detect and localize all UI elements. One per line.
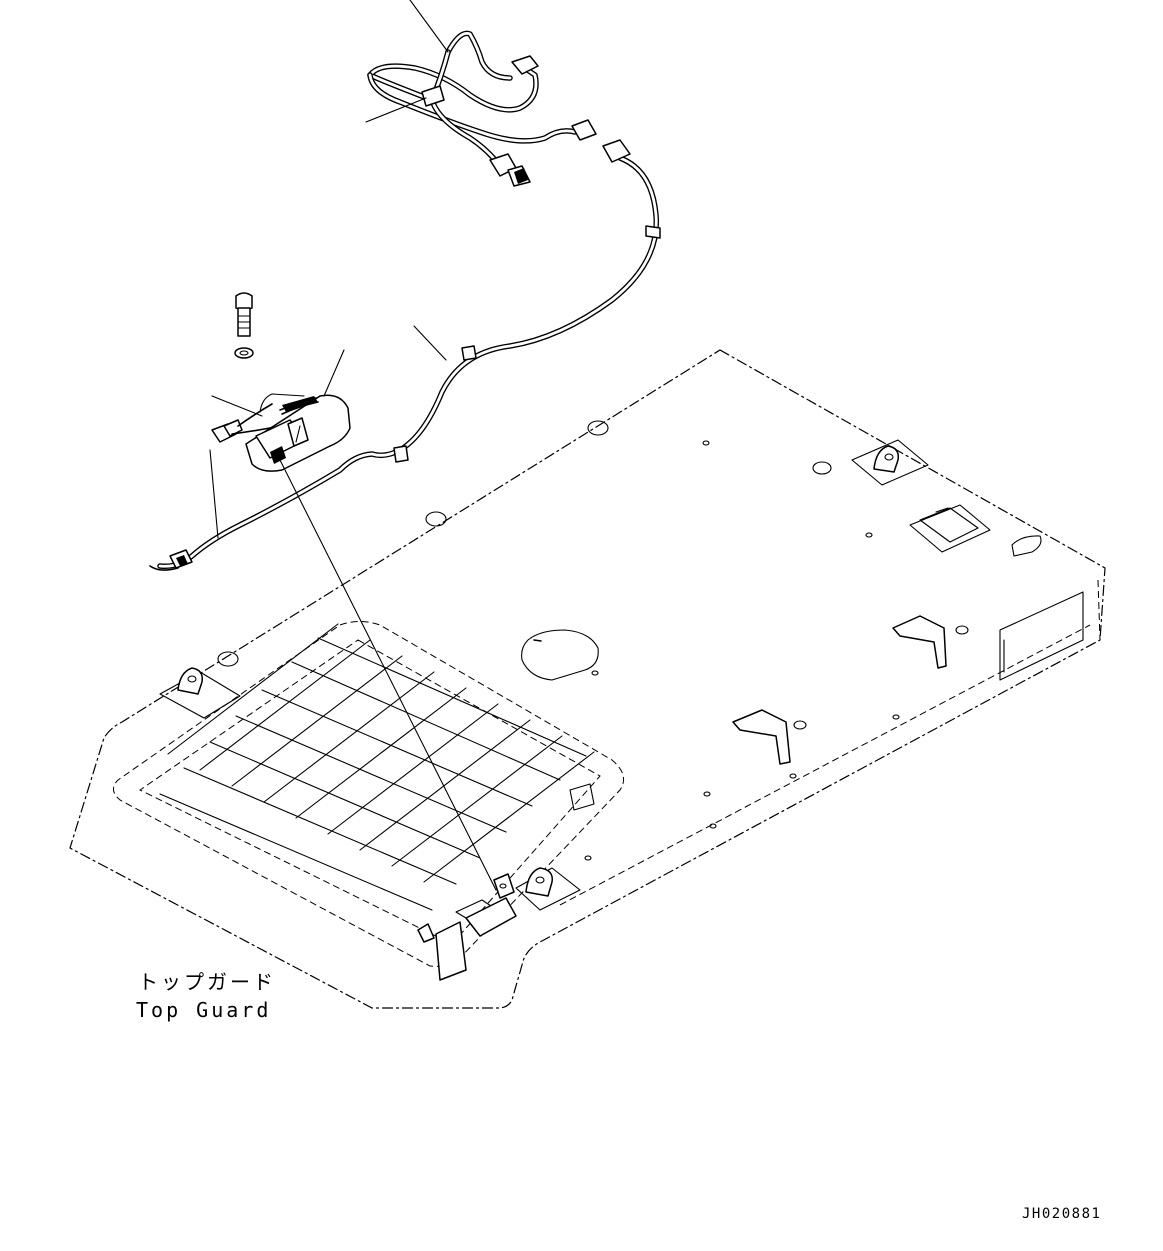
drawing-number: JH020881 [1022, 1206, 1102, 1222]
wiring-harness [149, 30, 661, 571]
part-caption-japanese: トップガード [138, 970, 276, 994]
grille-bars [159, 623, 595, 911]
bolt-and-washer [234, 292, 254, 359]
mounting-holes [217, 420, 900, 861]
part-caption-english: Top Guard [136, 998, 272, 1022]
leader-lines [209, 0, 497, 891]
top-guard-panel [69, 349, 1106, 1009]
